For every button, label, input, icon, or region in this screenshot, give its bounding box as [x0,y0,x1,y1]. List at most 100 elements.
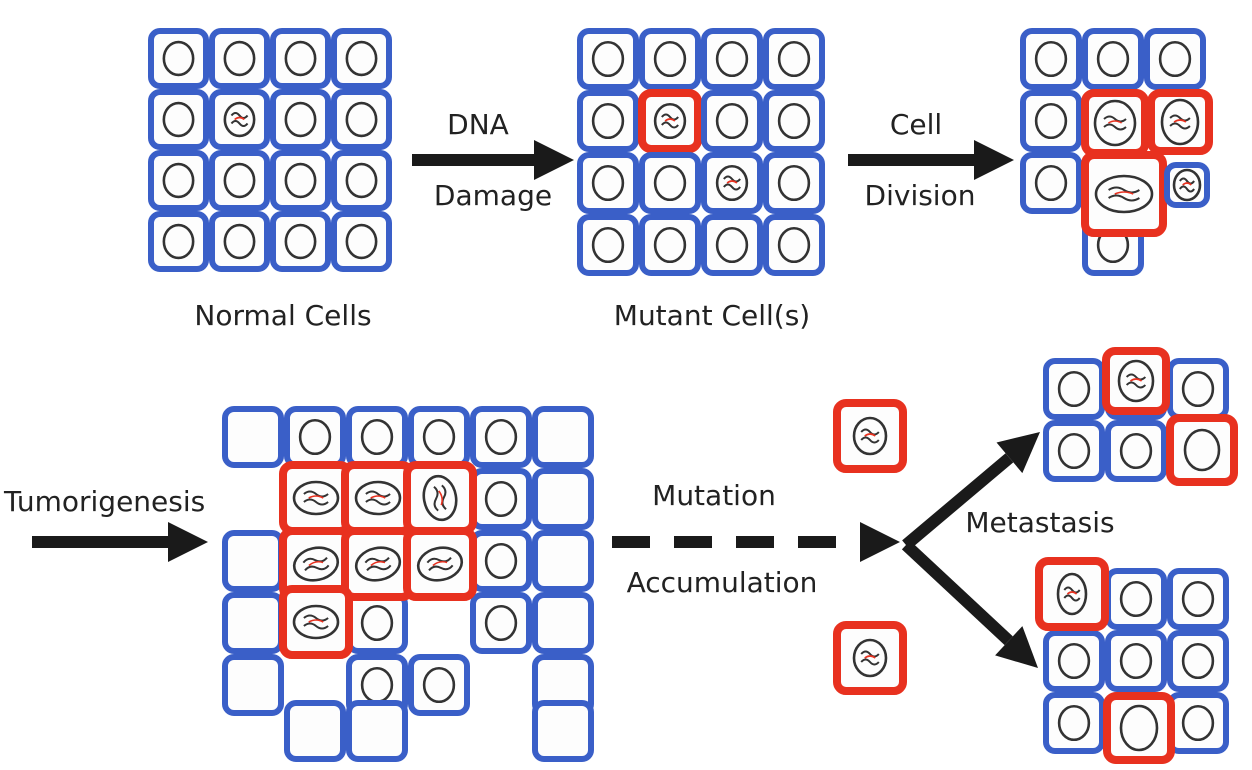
label-normal-cells: Normal Cells [194,299,371,332]
process-arrows [32,140,1040,668]
cell [270,28,331,89]
label-mutation: Mutation [652,479,776,512]
cell [148,89,209,150]
mutant-cell [279,461,353,535]
tumor-grid [222,406,594,762]
cell [532,700,594,762]
cell [1020,90,1082,152]
cell [1144,28,1206,90]
label-damage: Damage [434,179,552,212]
cell [222,530,284,592]
cell [470,406,532,468]
cell [1164,162,1210,208]
cell [346,700,408,762]
cell [532,592,594,654]
mutant-cell [1166,414,1238,486]
cell-division-grid [1020,28,1213,276]
cell [1082,28,1144,90]
cell [1167,568,1229,630]
metastasis-grid-top [1043,347,1238,486]
mutant-cell [1147,89,1213,155]
cell [284,700,346,762]
cell [577,152,639,214]
cell [639,214,701,276]
cell [1020,152,1082,214]
cell [331,28,392,89]
cell [222,406,284,468]
cell [577,28,639,90]
cell [270,211,331,272]
mutant-cell [403,461,477,535]
cell [701,28,763,90]
cell [408,406,470,468]
cell [1105,568,1167,630]
cell [346,592,408,654]
cell [639,152,701,214]
mutant-cell [341,461,415,535]
cell [331,89,392,150]
cell [1105,630,1167,692]
arrow-metastasis-down [901,540,1038,668]
mutant-cell [1081,89,1149,157]
cell [701,214,763,276]
mutant-cell [341,527,415,601]
cell [148,211,209,272]
cell [1105,420,1167,482]
cell [1043,420,1105,482]
mutant-cell [638,89,702,153]
mutant-cell [1103,692,1175,764]
cell [346,406,408,468]
arrow-metastasis-up [902,432,1040,550]
cell [532,530,594,592]
mutant-cell [1035,557,1109,631]
arrow-dna-damage [412,140,574,180]
cell [577,214,639,276]
arrow-tumorigenesis [32,522,208,562]
arrow-cell-division [848,140,1014,180]
cell [148,150,209,211]
cell [331,150,392,211]
label-metastasis: Metastasis [965,506,1114,539]
cell [1020,28,1082,90]
cell [270,150,331,211]
label-mutant-cells: Mutant Cell(s) [614,299,810,332]
mutant-cell [1081,151,1167,237]
metastasis-split-arrows [901,432,1040,668]
label-accumulation: Accumulation [627,566,818,599]
cell [577,90,639,152]
cell [209,150,270,211]
cell [763,214,825,276]
cell [701,90,763,152]
cell [763,90,825,152]
mutant-cell [1102,347,1170,415]
cell [222,654,284,716]
cell [1167,692,1229,754]
cell [209,28,270,89]
cell [1043,692,1105,754]
cell [1043,630,1105,692]
cell [532,406,594,468]
cell [470,468,532,530]
cell [209,211,270,272]
arrow-mutation-accumulation [612,522,900,562]
mutant-cell [833,399,907,473]
cell [701,152,763,214]
mutant-cells-grid [577,28,825,276]
label-tumorigenesis: Tumorigenesis [3,485,205,518]
cell [1043,358,1105,420]
cell [470,530,532,592]
cell [532,468,594,530]
label-dna: DNA [447,108,509,141]
mutant-cell [279,585,353,659]
mutant-cell [833,621,907,695]
cell [763,152,825,214]
cell [763,28,825,90]
cell [639,28,701,90]
metastasis-grid-bottom [1035,557,1229,764]
mutant-cell [403,527,477,601]
cell [222,592,284,654]
cell [408,654,470,716]
detached-mutant-cells [833,399,907,695]
cell [1167,630,1229,692]
